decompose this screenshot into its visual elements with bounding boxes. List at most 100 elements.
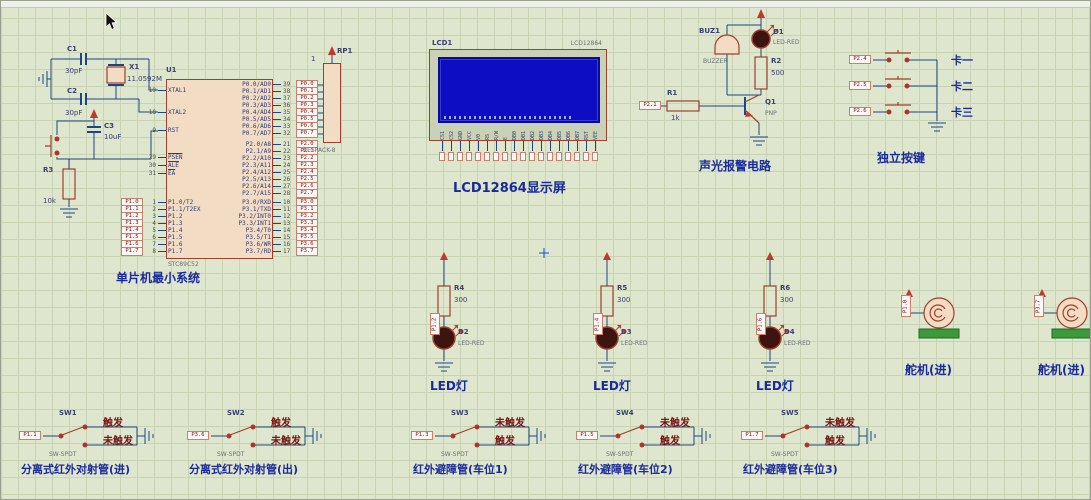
lcd-pin-net-tag[interactable]	[448, 152, 454, 161]
lcd-pin-name: E	[502, 136, 509, 140]
lcd-pin: E	[501, 126, 510, 161]
switch-option-top[interactable]: 未触发	[495, 418, 525, 429]
net-label[interactable]: P3.7	[296, 247, 318, 256]
resistor-pack-rp1[interactable]	[323, 63, 341, 143]
lcd-pin-name: DB0	[511, 130, 518, 140]
key-row[interactable]: P2.5 卡二	[849, 76, 999, 100]
lcd-pin-net-tag[interactable]	[529, 152, 535, 161]
switch-symbol[interactable]	[411, 409, 581, 461]
switch-option-top[interactable]: 未触发	[660, 418, 690, 429]
pin-stub	[273, 158, 281, 159]
switch-option-bottom[interactable]: 未触发	[103, 436, 133, 447]
pin-number: 9	[152, 127, 156, 134]
led-net-label[interactable]: P1.2	[430, 313, 440, 335]
pin-number: 25	[283, 169, 291, 176]
reset-circuit	[45, 109, 158, 218]
mcu-p3-pins: P3.0/RXD 10 P3.0 P3.1/TXD 11 P3.1 P3.2/I…	[170, 198, 319, 256]
net-label[interactable]: P1.7	[121, 247, 143, 256]
switch-option-top[interactable]: 触发	[271, 418, 291, 429]
key-button-symbol[interactable]	[849, 76, 999, 100]
servo-motor[interactable]: P3.7 舵机(进)	[1034, 283, 1091, 378]
mcu-rst-pin: 9 RST	[120, 127, 224, 134]
mcu-pin-row: 31 EA	[120, 169, 224, 177]
switch-net-label[interactable]: P1.7	[741, 431, 763, 440]
lcd-pin-net-tag[interactable]	[502, 152, 508, 161]
net-label-p2-1[interactable]: P2.1	[639, 101, 661, 110]
ir-switch[interactable]: SW3 P1.3 未触发 触发 SW-SPDT 红外避障管(车位1)	[411, 409, 581, 479]
lcd-pin-net-tag[interactable]	[574, 152, 580, 161]
ir-switch[interactable]: SW5 P1.7 未触发 触发 SW-SPDT 红外避障管(车位3)	[741, 409, 911, 479]
led-column[interactable]: P1.6 R6 300 D4 LED-RED LED灯	[730, 251, 811, 393]
pin-number: 39	[283, 81, 291, 88]
ir-switch[interactable]: SW1 P1.1 触发 未触发 SW-SPDT 分离式红外对射管(进)	[19, 409, 189, 479]
switch-net-label[interactable]: P1.1	[19, 431, 41, 440]
lcd-pin-name: DB2	[529, 130, 536, 140]
net-label[interactable]: P0.7	[296, 129, 318, 138]
switch-option-top[interactable]: 触发	[103, 418, 123, 429]
switch-symbol[interactable]	[576, 409, 746, 461]
switch-option-bottom[interactable]: 触发	[660, 436, 680, 447]
pin-stub	[273, 230, 281, 231]
lcd-pin-net-tag[interactable]	[583, 152, 589, 161]
switch-net-label[interactable]: P3.6	[187, 431, 209, 440]
lcd-pin-net-tag[interactable]	[493, 152, 499, 161]
lcd-pin: VCC	[465, 126, 474, 161]
switch-net-label[interactable]: P1.5	[576, 431, 598, 440]
led-column-symbol[interactable]	[404, 251, 484, 377]
lcd-pin: DB1	[519, 126, 528, 161]
key-row[interactable]: P2.4 卡一	[849, 50, 999, 74]
pin-name: ALE	[168, 161, 179, 169]
key-row[interactable]: P2.6 卡三	[849, 102, 999, 126]
switch-net-label[interactable]: P1.3	[411, 431, 433, 440]
net-label[interactable]: P2.7	[296, 189, 318, 198]
ir-switch[interactable]: SW4 P1.5 未触发 触发 SW-SPDT 红外避障管(车位2)	[576, 409, 746, 479]
mcu-xtal-pins: 19 XTAL1 18 XTAL2	[120, 79, 224, 123]
pin-number: 24	[283, 162, 291, 169]
lcd-pin-net-tag[interactable]	[565, 152, 571, 161]
lcd-module[interactable]: LCD1 LCD12864 CS1 CS2 GND VCC V0	[429, 39, 607, 161]
servo-net-label[interactable]: P1.0	[901, 295, 911, 317]
lcd-pin-net-tag[interactable]	[475, 152, 481, 161]
mcu-u1[interactable]: U1 19 XTAL1 18 XTAL2 9 RST	[121, 66, 318, 268]
servo-motor[interactable]: P1.0 舵机(进)	[901, 283, 1051, 378]
lcd-pin-stub	[559, 141, 560, 151]
switch-option-bottom[interactable]: 触发	[495, 436, 515, 447]
switch-option-bottom[interactable]: 触发	[825, 436, 845, 447]
key-net-label[interactable]: P2.4	[849, 55, 871, 64]
lcd-pin: CS2	[447, 126, 456, 161]
lcd-pin-net-tag[interactable]	[538, 152, 544, 161]
lcd-pin-net-tag[interactable]	[547, 152, 553, 161]
mcu-body[interactable]	[166, 79, 273, 259]
switch-symbol[interactable]	[187, 409, 357, 461]
led-net-label[interactable]: P1.4	[593, 313, 603, 335]
servo-symbol[interactable]	[901, 283, 1051, 361]
lcd-pin-net-tag[interactable]	[457, 152, 463, 161]
lcd-pin-stub	[586, 141, 587, 151]
switch-symbol[interactable]	[741, 409, 911, 461]
led-column-symbol[interactable]	[730, 251, 810, 377]
led-column[interactable]: P1.4 R5 300 D3 LED-RED LED灯	[567, 251, 648, 393]
switch-option-top[interactable]: 未触发	[825, 418, 855, 429]
ir-switch[interactable]: SW2 P3.6 触发 未触发 SW-SPDT 分离式红外对射管(出)	[187, 409, 357, 479]
led-column[interactable]: P1.2 R4 300 D2 LED-RED LED灯	[404, 251, 485, 393]
led-column-symbol[interactable]	[567, 251, 647, 377]
servo-symbol[interactable]	[1034, 283, 1091, 361]
key-net-label[interactable]: P2.5	[849, 81, 871, 90]
switch-option-bottom[interactable]: 未触发	[271, 436, 301, 447]
pin-number: 14	[283, 227, 291, 234]
key-net-label[interactable]: P2.6	[849, 107, 871, 116]
lcd-pin-net-tag[interactable]	[466, 152, 472, 161]
switch-symbol[interactable]	[19, 409, 189, 461]
servo-net-label[interactable]: P3.7	[1034, 295, 1044, 317]
key-button-symbol[interactable]	[849, 102, 999, 126]
lcd-pin-net-tag[interactable]	[592, 152, 598, 161]
lcd-pin-net-tag[interactable]	[556, 152, 562, 161]
lcd-pin-net-tag[interactable]	[439, 152, 445, 161]
lcd-pin-net-tag[interactable]	[511, 152, 517, 161]
lcd-pin-net-tag[interactable]	[484, 152, 490, 161]
key-button-symbol[interactable]	[849, 50, 999, 74]
pin-number: 22	[283, 148, 291, 155]
led-net-label[interactable]: P1.6	[756, 313, 766, 335]
lcd-pin-net-tag[interactable]	[520, 152, 526, 161]
